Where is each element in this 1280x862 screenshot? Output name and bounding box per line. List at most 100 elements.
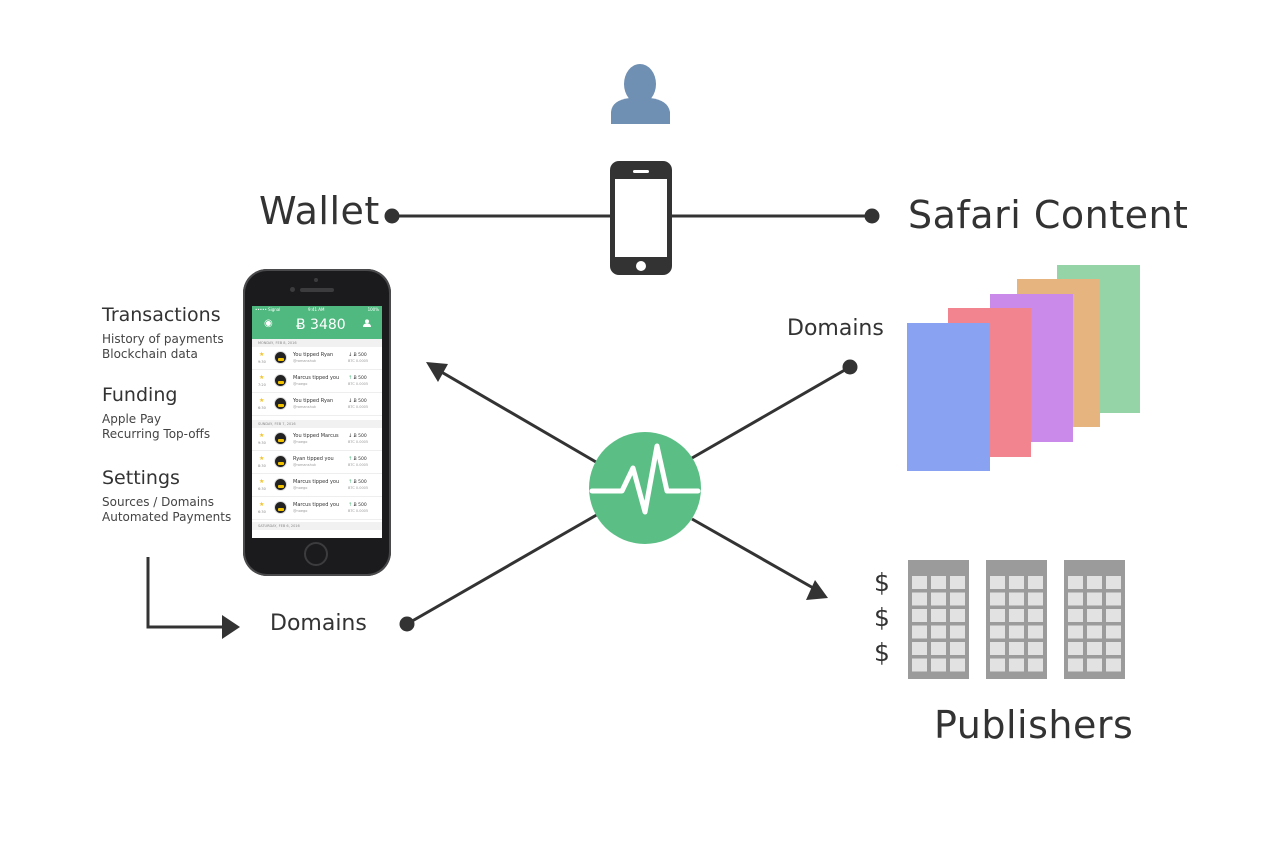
building-window [931, 658, 946, 672]
hub-to-wallet-arrow [437, 368, 597, 464]
building-window [950, 592, 965, 606]
star-icon[interactable]: ★ [259, 432, 265, 439]
building-window [1087, 592, 1102, 606]
transaction-btc: BTC 0.0005 [348, 463, 369, 467]
star-icon[interactable]: ★ [259, 501, 265, 508]
building-window [1028, 592, 1043, 606]
star-icon[interactable]: ★ [259, 374, 265, 381]
star-icon[interactable]: ★ [259, 397, 265, 404]
transaction-amount: ↓ Ƀ 500 [348, 398, 367, 404]
building-window [912, 658, 927, 672]
arrow-down-icon: ↓ [348, 433, 353, 439]
building-window [1009, 576, 1024, 589]
building-window [950, 658, 965, 672]
building-window [1068, 658, 1083, 672]
avatar [274, 432, 287, 445]
building-window [1087, 625, 1102, 639]
profile-icon[interactable] [363, 319, 371, 327]
avatar [274, 397, 287, 410]
arrow-up-icon: ↑ [348, 502, 353, 508]
stacked-pages-icon [907, 265, 1140, 471]
building-window [931, 642, 946, 655]
feature-title: Funding [102, 384, 178, 406]
building-window [1087, 609, 1102, 622]
user-icon [611, 64, 670, 124]
building-window [1009, 609, 1024, 622]
building-window [950, 609, 965, 622]
notification-icon[interactable]: ◉ [264, 318, 273, 329]
transaction-time: 8:30 [258, 464, 266, 468]
transaction-title: You tipped Marcus [293, 433, 339, 439]
arrow-up-icon: ↑ [348, 375, 353, 381]
building-window [931, 576, 946, 589]
building-window [1068, 642, 1083, 655]
domains-bottom-label: Domains [270, 611, 367, 636]
home-button[interactable] [304, 542, 328, 566]
transaction-time: 9:30 [258, 441, 266, 445]
avatar [274, 374, 287, 387]
feed-section-header: MONDAY, FEB 8, 2016 [252, 339, 382, 347]
transaction-btc: BTC 0.0005 [348, 509, 369, 513]
transaction-title: Ryan tipped you [293, 456, 334, 462]
building-window [1009, 642, 1024, 655]
heartbeat-icon [589, 432, 701, 544]
phone-camera [290, 287, 295, 292]
building-window [912, 592, 927, 606]
feed-section-header: SATURDAY, FEB 6, 2016 [252, 522, 382, 530]
building-window [1106, 592, 1121, 606]
transaction-title: You tipped Ryan [293, 398, 334, 404]
building-window [1106, 625, 1121, 639]
transaction-title: Marcus tipped you [293, 479, 340, 485]
amount-value: Ƀ 500 [353, 376, 367, 381]
hub-to-publishers-arrow [691, 517, 816, 591]
phone-icon [610, 161, 672, 275]
transaction-amount: ↓ Ƀ 500 [348, 433, 367, 439]
building-window [912, 576, 927, 589]
star-icon[interactable]: ★ [259, 351, 265, 358]
domains-bottom-to-hub-line [406, 511, 601, 626]
hub-to-domains-top-line [691, 365, 851, 460]
transaction-amount: ↑ Ƀ 500 [348, 479, 367, 485]
settings-to-domains-elbow [146, 557, 228, 629]
feature-line: Recurring Top-offs [102, 427, 211, 441]
transaction-amount: ↑ Ƀ 500 [348, 375, 367, 381]
transaction-btc: BTC 0.0005 [348, 405, 369, 409]
dollar-sign: $ [874, 638, 890, 667]
transaction-time: 6:30 [258, 406, 266, 410]
phone-speaker [300, 288, 334, 292]
building-window [990, 625, 1005, 639]
building-window [990, 609, 1005, 622]
building-window [1028, 642, 1043, 655]
dollar-signs: $ $ $ [874, 565, 890, 670]
building-window [990, 576, 1005, 589]
building-window [950, 625, 965, 639]
arrow-up-icon: ↑ [348, 456, 353, 462]
star-icon[interactable]: ★ [259, 455, 265, 462]
building-window [1087, 658, 1102, 672]
transaction-amount: ↓ Ƀ 500 [348, 352, 367, 358]
transaction-time: 7:20 [258, 383, 266, 387]
building-window [1009, 592, 1024, 606]
dollar-sign: $ [874, 568, 890, 597]
arrow-down-icon: ↓ [348, 352, 353, 358]
hub-to-wallet-arrowhead [426, 362, 448, 382]
transaction-btc: BTC 0.0005 [348, 359, 369, 363]
feature-transactions: Transactions History of payments Blockch… [102, 304, 242, 384]
feature-line: Automated Payments [102, 510, 232, 524]
avatar [274, 501, 287, 514]
feed-section-header: SUNDAY, FEB 7, 2016 [252, 420, 382, 428]
building-window [990, 592, 1005, 606]
transaction-amount: ↑ Ƀ 500 [348, 456, 367, 462]
transaction-amount: ↑ Ƀ 500 [348, 502, 367, 508]
domains-bottom-dot [399, 616, 415, 632]
star-icon[interactable]: ★ [259, 478, 265, 485]
feature-title: Settings [102, 467, 180, 489]
